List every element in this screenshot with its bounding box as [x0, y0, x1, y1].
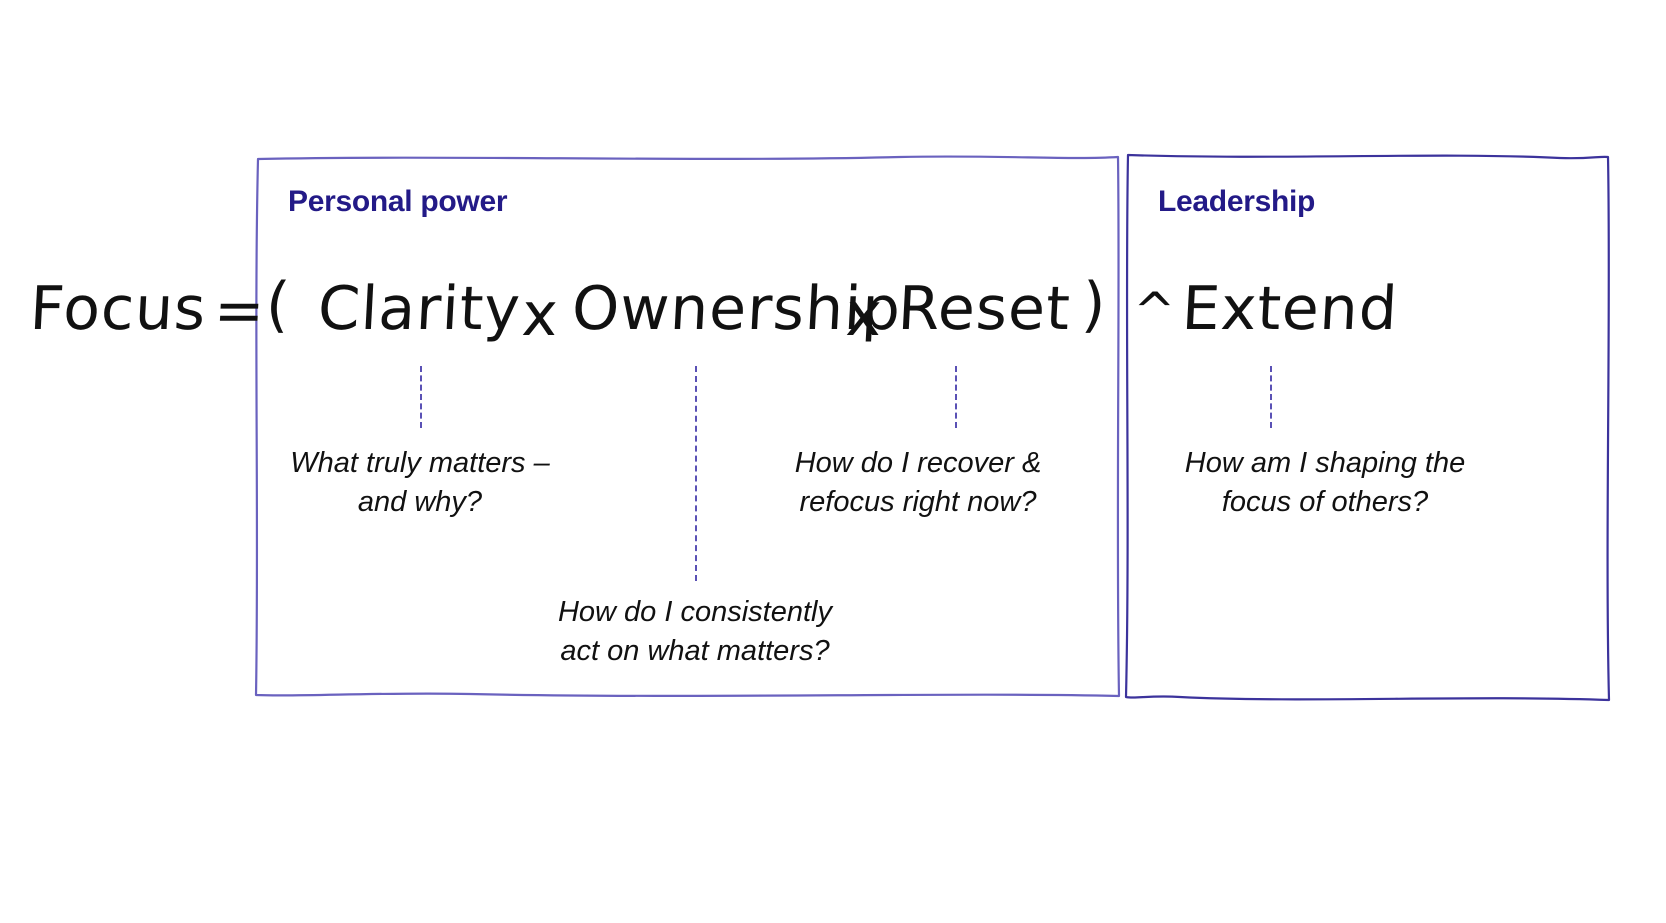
connector-extend: [1270, 366, 1272, 428]
connector-reset: [955, 366, 957, 428]
caption-reset: How do I recover & refocus right now?: [794, 447, 1042, 518]
caption-ownership: How do I consistently act on what matter…: [557, 596, 832, 667]
formula-token-open-paren: (: [264, 270, 293, 340]
connector-clarity: [420, 366, 422, 428]
leadership-box: [1124, 153, 1611, 702]
focus-formula: Focus = ( Clarity x Ownership x Reset ) …: [0, 270, 1666, 374]
caption-extend: How am I shaping the focus of others?: [1184, 447, 1466, 518]
formula-token-close-paren: ): [1080, 270, 1109, 340]
formula-token-clarity: Clarity: [316, 274, 523, 344]
formula-token-extend: Extend: [1180, 274, 1400, 344]
formula-token-equals: =: [212, 276, 268, 346]
group-title-leadership: Leadership: [1158, 185, 1316, 218]
formula-token-focus: Focus: [28, 274, 209, 344]
formula-token-multiply-1: x: [520, 280, 561, 350]
connector-ownership: [695, 366, 697, 581]
formula-token-reset: Reset: [896, 274, 1073, 344]
caption-clarity: What truly matters – and why?: [290, 447, 550, 518]
group-title-personal-power: Personal power: [288, 185, 508, 218]
formula-token-caret: ^: [1131, 282, 1178, 340]
formula-token-multiply-2: x: [844, 280, 885, 350]
